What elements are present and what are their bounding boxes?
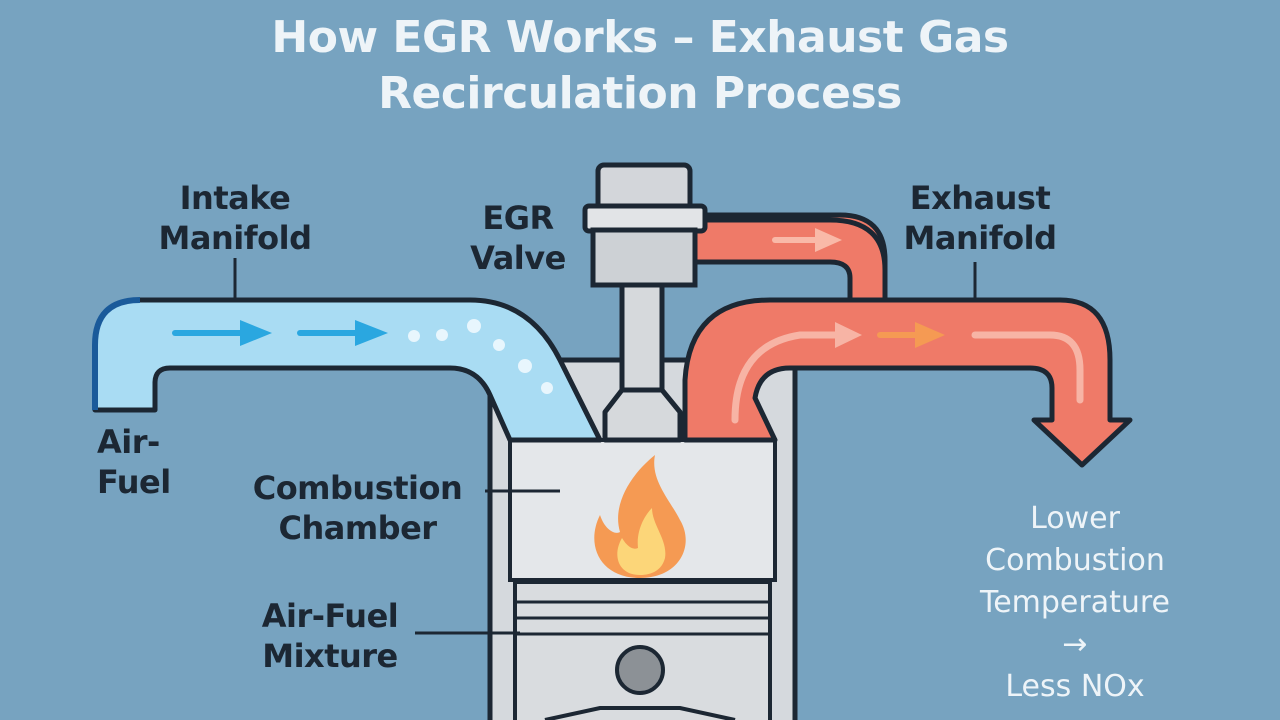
title-line-2: Recirculation Process xyxy=(378,68,902,119)
intake-manifold-line-1: Intake xyxy=(179,179,291,217)
air-fuel-line-1: Air- xyxy=(97,423,160,461)
effect-note: Lower Combustion Temperature → Less NOx xyxy=(940,498,1210,708)
intake-flow-arrow-2 xyxy=(297,320,388,346)
egr-valve-line-1: EGR xyxy=(482,199,554,237)
combustion-chamber-line-1: Combustion xyxy=(252,469,463,507)
exhaust-flow-arrow xyxy=(877,322,945,348)
effect-arrow-icon: → xyxy=(1062,627,1088,662)
piston-pin xyxy=(615,645,665,695)
effect-line-4: Less NOx xyxy=(1005,669,1145,704)
air-fuel-mixture-line-1: Air-Fuel xyxy=(261,597,399,635)
intake-flow-dots xyxy=(408,319,553,394)
exhaust-manifold-line-2: Manifold xyxy=(903,219,1057,257)
intake-manifold-pipe xyxy=(92,297,603,443)
egr-return-pipe xyxy=(687,212,888,303)
label-air-fuel-mixture: Air-Fuel Mixture xyxy=(240,596,420,676)
flame-icon xyxy=(594,455,686,578)
air-fuel-mixture-line-2: Mixture xyxy=(262,637,398,675)
intake-manifold-line-2: Manifold xyxy=(158,219,312,257)
leader-lines xyxy=(233,258,977,635)
egr-valve-line-2: Valve xyxy=(470,239,566,277)
intake-flow-arrow-1 xyxy=(172,320,272,346)
label-intake-manifold: Intake Manifold xyxy=(135,178,335,258)
label-egr-valve: EGR Valve xyxy=(448,198,588,278)
effect-line-1: Lower xyxy=(1030,501,1120,536)
label-air-fuel: Air- Fuel xyxy=(97,422,207,502)
piston xyxy=(513,580,772,720)
label-combustion-chamber: Combustion Chamber xyxy=(235,468,480,548)
egr-valve xyxy=(582,162,708,443)
egr-flow-arrow xyxy=(772,228,842,252)
exhaust-manifold-line-1: Exhaust xyxy=(909,179,1051,217)
title-line-1: How EGR Works – Exhaust Gas xyxy=(271,12,1009,63)
label-exhaust-manifold: Exhaust Manifold xyxy=(870,178,1090,258)
exhaust-manifold-pipe xyxy=(682,297,1133,468)
effect-line-2: Combustion xyxy=(985,543,1165,578)
diagram-title: How EGR Works – Exhaust Gas Recirculatio… xyxy=(0,10,1280,122)
effect-line-3: Temperature xyxy=(979,585,1171,620)
combustion-chamber-line-2: Chamber xyxy=(278,509,437,547)
air-fuel-line-2: Fuel xyxy=(97,463,171,501)
